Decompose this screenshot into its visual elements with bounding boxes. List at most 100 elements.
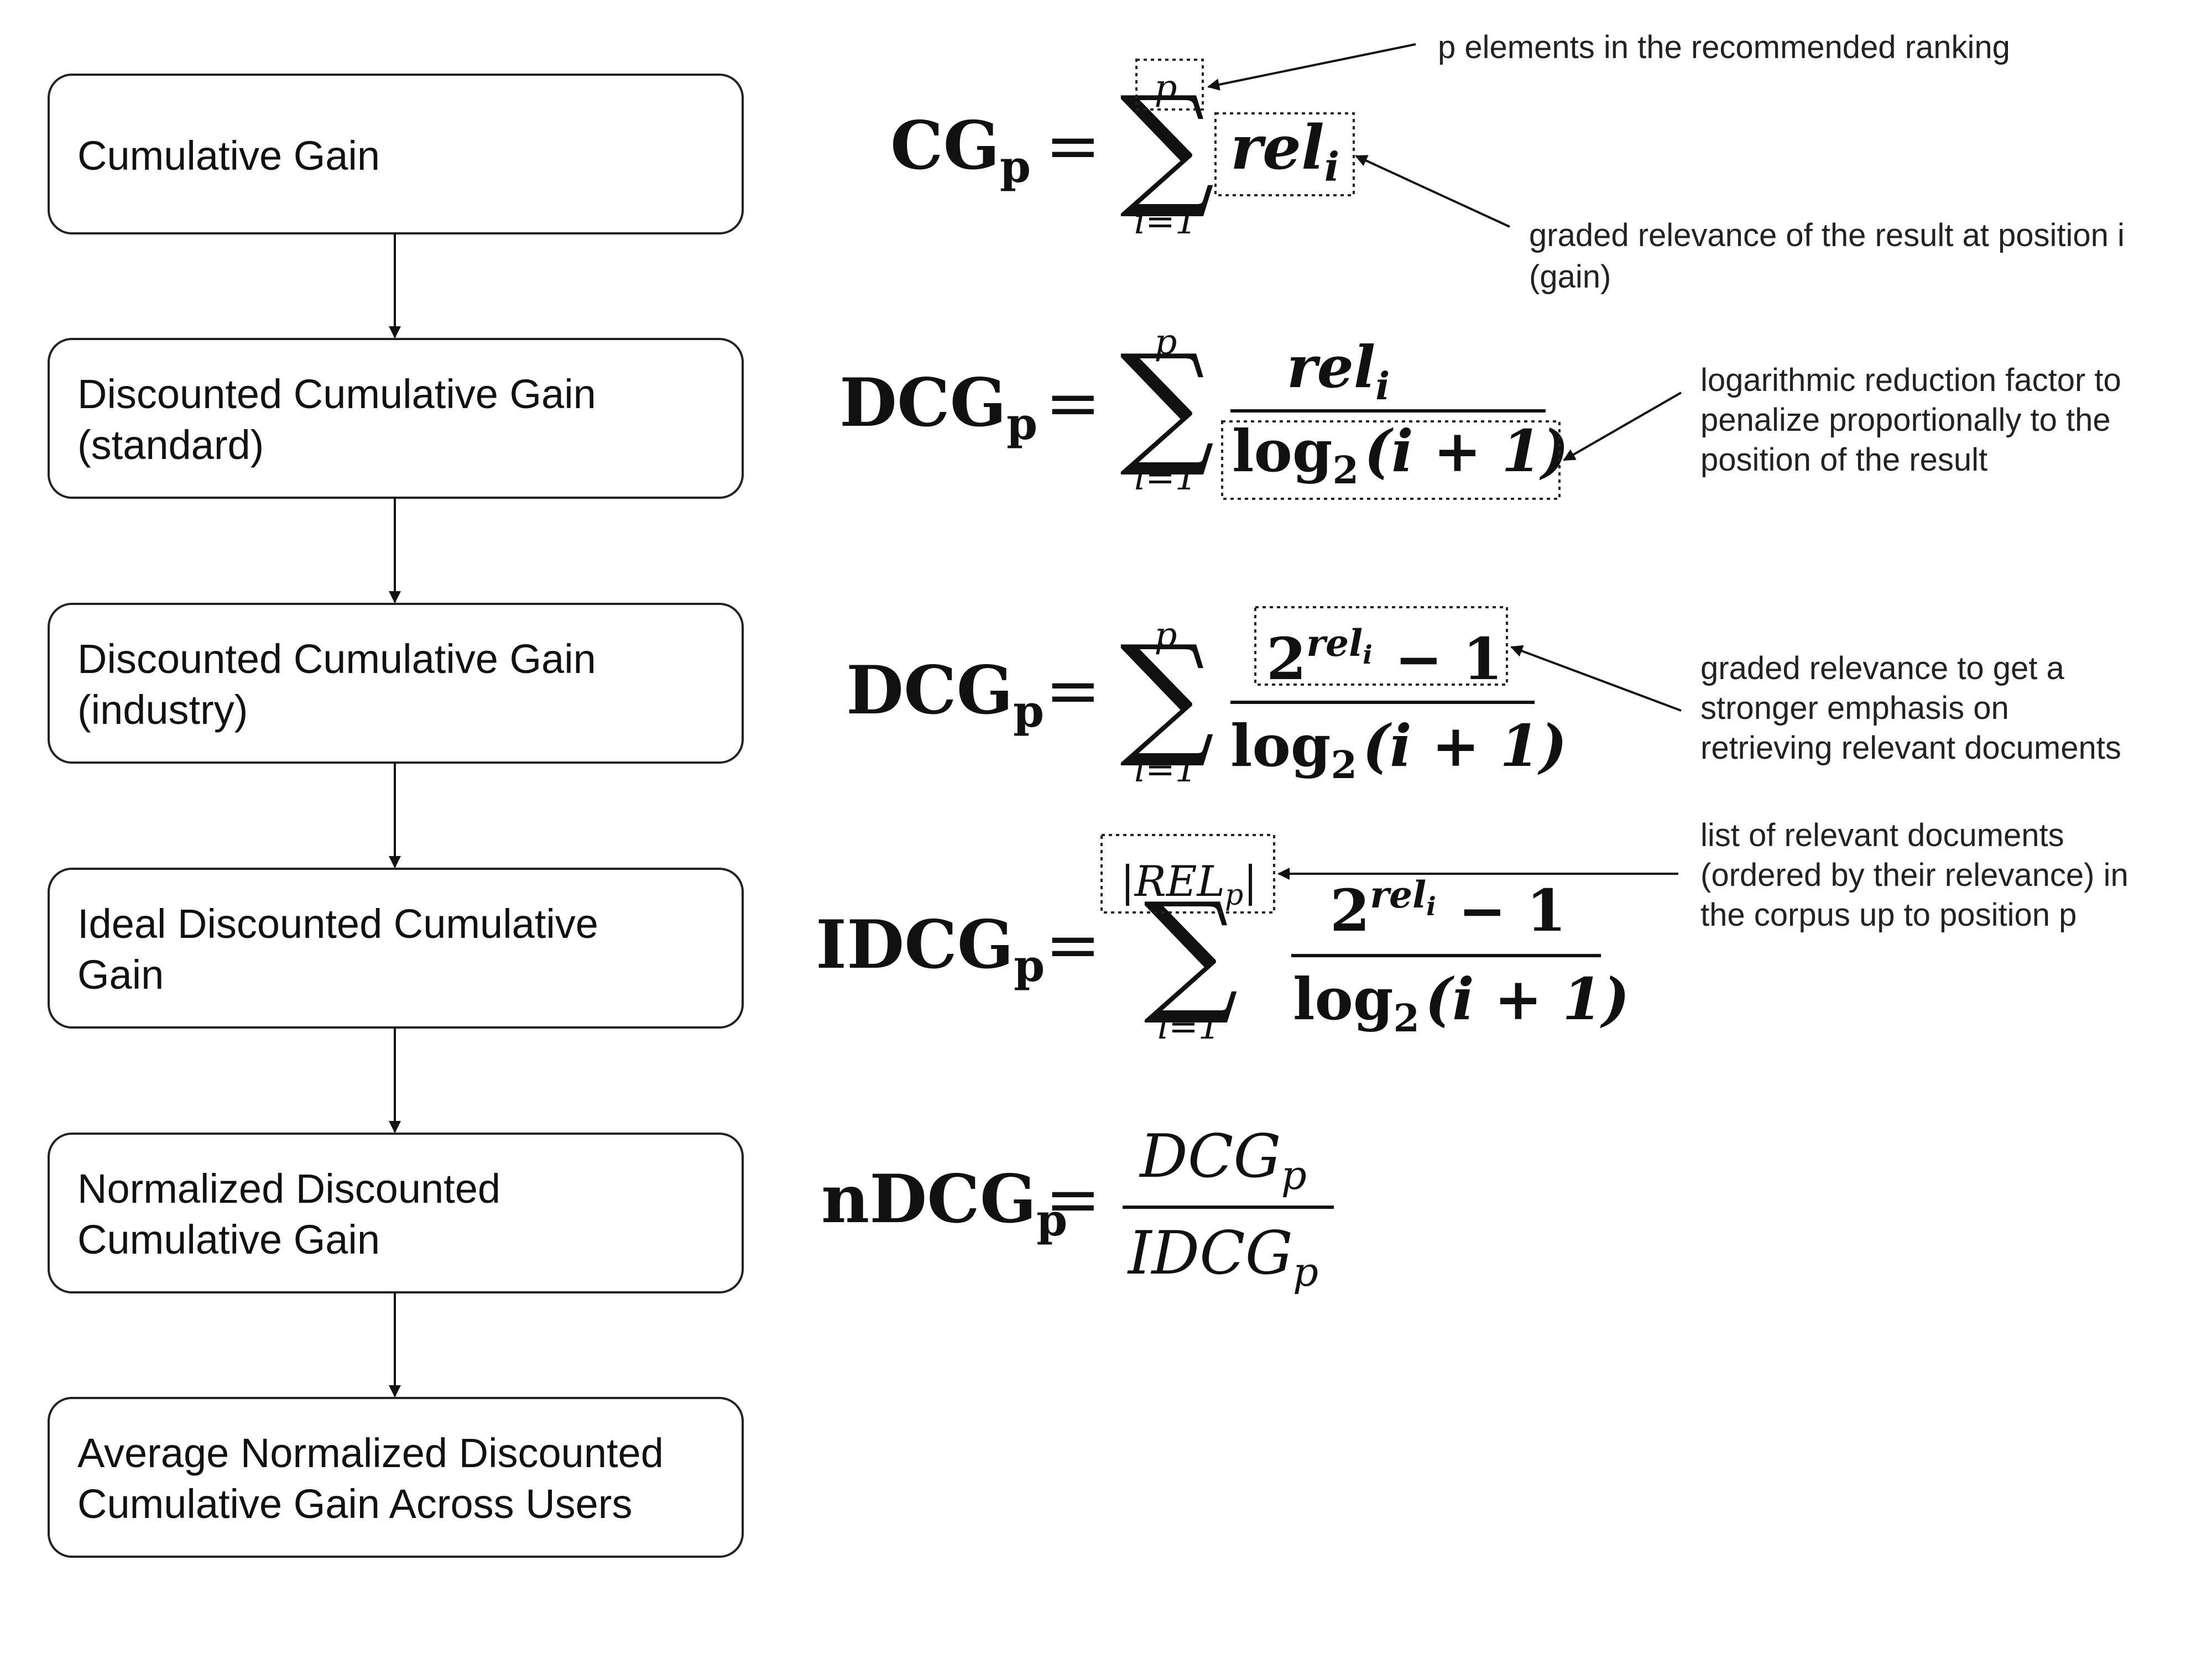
svg-text:CGp: CGp xyxy=(890,107,1031,192)
highlight-log-denominator xyxy=(1221,420,1561,500)
sum-sign-icon: ∑ xyxy=(1120,617,1214,771)
box-label-line1: Normalized Discounted xyxy=(77,1166,500,1212)
svg-text:DCGp: DCGp xyxy=(1139,1122,1307,1198)
annotation-emph-line3: retrieving relevant documents xyxy=(1700,730,2121,766)
svg-text:IDCGp: IDCGp xyxy=(816,906,1045,992)
sum-sign-icon: ∑ xyxy=(1120,326,1214,481)
sum-sign-icon: ∑ xyxy=(1120,67,1214,222)
box-average-ndcg: Average Normalized Discounted Cumulative… xyxy=(48,1397,744,1558)
numerator-exponent-sub: i xyxy=(1426,891,1436,921)
svg-text:reli: reli xyxy=(1230,112,1339,190)
svg-text:IDCGp: IDCGp xyxy=(1127,1219,1318,1295)
svg-text:DCGp: DCGp xyxy=(839,364,1037,450)
numerator-base: 2 xyxy=(1266,625,1306,693)
box-label-line1: Ideal Discounted Cumulative xyxy=(77,901,598,947)
box-label-line2: Cumulative Gain Across Users xyxy=(77,1481,632,1527)
box-label-line2: Gain xyxy=(77,952,164,998)
svg-text:2reli− 1: 2reli − 1 xyxy=(1266,622,1503,693)
term-sub: i xyxy=(1324,143,1339,190)
formula-lhs: DCG xyxy=(846,651,1013,729)
annotation-log-line1: logarithmic reduction factor to xyxy=(1700,362,2121,398)
svg-text:log2(i + 1): log2(i + 1) xyxy=(1232,417,1569,493)
formula-cg: CGp = ∑ p i=1 reli xyxy=(890,59,1355,242)
annotation-emph-line1: graded relevance to get a xyxy=(1700,650,2065,686)
annotation-arrow xyxy=(1510,645,1682,712)
annotation-p-elements: p elements in the recommended ranking xyxy=(1438,29,2010,65)
denominator-log-base: 2 xyxy=(1394,997,1420,1041)
svg-text:log2(i + 1): log2(i + 1) xyxy=(1293,965,1630,1041)
equals-sign: = xyxy=(1045,653,1101,729)
annotation-gain-line1: graded relevance of the result at positi… xyxy=(1529,217,2125,253)
sum-lower: i=1 xyxy=(1134,749,1198,790)
annotation-emph-line2: stronger emphasis on xyxy=(1700,690,2009,726)
denominator-arg: (i + 1) xyxy=(1363,712,1567,780)
svg-text:2reli− 1: 2reli − 1 xyxy=(1330,873,1566,945)
box-label-line1: Discounted Cumulative Gain xyxy=(77,636,596,682)
formula-lhs-sub: p xyxy=(1000,140,1031,192)
sum-sign-icon: ∑ xyxy=(1144,874,1238,1029)
numerator: DCG xyxy=(1139,1122,1281,1191)
numerator-sub: i xyxy=(1375,364,1390,409)
flow-chart: Cumulative Gain Discounted Cumulative Ga… xyxy=(48,74,744,1558)
annotation-list-line1: list of relevant documents xyxy=(1700,817,2064,853)
box-label: Cumulative Gain xyxy=(77,133,380,179)
annotation-log-line2: penalize proportionally to the xyxy=(1700,402,2111,438)
formula-lhs-sub: p xyxy=(1013,685,1044,737)
highlight-rel-p-set xyxy=(1100,834,1275,914)
numerator-exponent-sub: i xyxy=(1363,640,1372,670)
numerator-base: 2 xyxy=(1330,877,1370,945)
highlight-rel-i xyxy=(1214,112,1355,196)
sum-upper-end: | xyxy=(1243,857,1258,906)
denominator-log: log xyxy=(1232,417,1333,485)
numerator-tail: − 1 xyxy=(1395,625,1503,693)
annotation-gain-line2: (gain) xyxy=(1529,259,1611,295)
box-ndcg: Normalized Discounted Cumulative Gain xyxy=(48,1133,744,1293)
denominator-log: log xyxy=(1230,712,1331,780)
sum-lower: i=1 xyxy=(1157,1006,1221,1047)
formula-idcg: IDCGp = ∑ |RELp| i=1 2reli− 1 log2(i + 1… xyxy=(816,834,1630,1047)
formula-lhs: nDCG xyxy=(821,1160,1036,1238)
svg-text:log2(i + 1): log2(i + 1) xyxy=(1230,712,1567,787)
formula-dcg-standard: DCGp = ∑ p i=1 reli log2(i + 1) xyxy=(839,322,1569,500)
sum-upper: p xyxy=(1155,67,1177,108)
box-label-line1: Average Normalized Discounted xyxy=(77,1430,664,1476)
term: rel xyxy=(1230,112,1324,183)
equals-sign: = xyxy=(1045,108,1101,185)
annotation-list-line2: (ordered by their relevance) in xyxy=(1700,857,2128,893)
equals-sign: = xyxy=(1045,1161,1101,1238)
sum-upper: p xyxy=(1155,322,1177,363)
formula-lhs: IDCG xyxy=(816,906,1014,984)
annotation-arrow xyxy=(1355,155,1510,228)
numerator-tail: − 1 xyxy=(1458,877,1567,945)
formula-lhs: CG xyxy=(890,107,1000,185)
denominator-arg: (i + 1) xyxy=(1425,965,1630,1033)
sum-lower: i=1 xyxy=(1134,201,1198,242)
box-label-line2: (industry) xyxy=(77,687,248,733)
annotations: p elements in the recommended ranking gr… xyxy=(1207,29,2128,933)
box-cumulative-gain: Cumulative Gain xyxy=(48,74,744,234)
annotation-arrow xyxy=(1207,43,1416,91)
denominator-log-base: 2 xyxy=(1333,448,1359,493)
formula-lhs-sub: p xyxy=(1006,398,1037,450)
formula-dcg-industry: DCGp = ∑ p i=1 2reli− 1 log2(i + 1) xyxy=(846,606,1567,790)
numerator-exponent: rel xyxy=(1306,622,1363,665)
highlight-exp-numerator xyxy=(1254,606,1508,686)
annotation-arrow xyxy=(1563,392,1682,461)
denominator-log-base: 2 xyxy=(1331,743,1357,787)
numerator-exponent: rel xyxy=(1370,873,1426,916)
box-dcg-standard: Discounted Cumulative Gain (standard) xyxy=(48,338,744,499)
sum-upper-sub: p xyxy=(1225,879,1243,912)
svg-text:DCGp: DCGp xyxy=(846,651,1044,737)
sum-upper: |REL xyxy=(1120,857,1225,906)
annotation-list-line3: the corpus up to position p xyxy=(1700,897,2077,933)
annotation-log-line3: position of the result xyxy=(1700,442,1987,478)
formulas: CGp = ∑ p i=1 reli DCGp = ∑ p i=1 reli xyxy=(816,59,1630,1295)
box-label-line2: Cumulative Gain xyxy=(77,1217,380,1262)
equals-sign: = xyxy=(1045,907,1101,984)
svg-text:|RELp|: |RELp| xyxy=(1120,857,1258,912)
numerator: rel xyxy=(1287,333,1375,401)
denominator-sub: p xyxy=(1293,1249,1318,1295)
numerator-sub: p xyxy=(1281,1152,1307,1198)
equals-sign: = xyxy=(1045,365,1101,442)
